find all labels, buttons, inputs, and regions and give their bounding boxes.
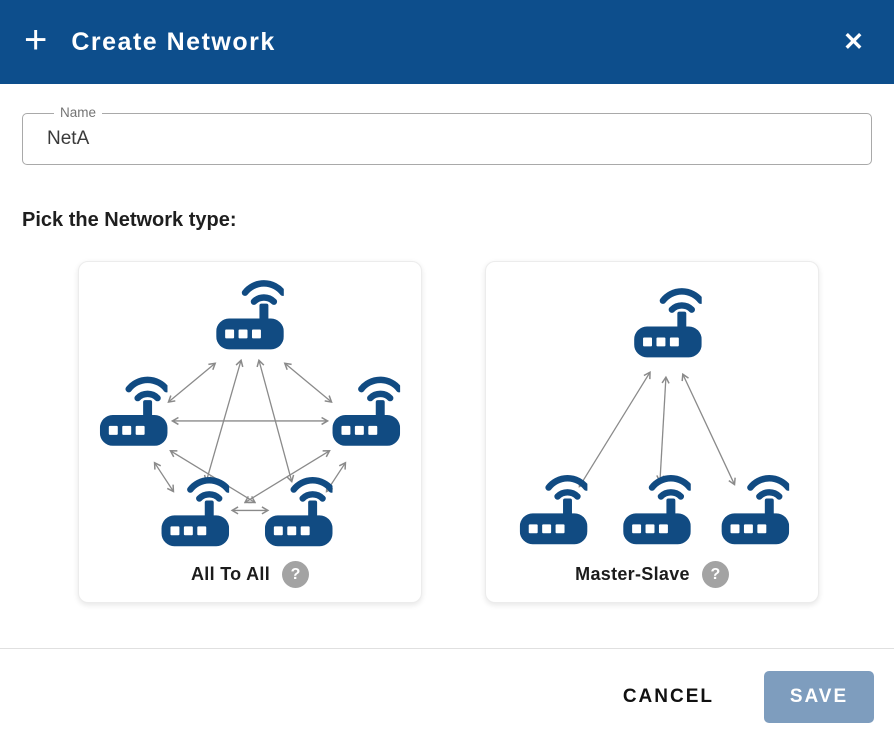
- card-label: All To All: [191, 564, 270, 584]
- name-field-label: Name: [54, 104, 103, 121]
- router-icon: [100, 380, 168, 446]
- link-arrow: [167, 362, 217, 403]
- link-arrow: [681, 372, 736, 486]
- card-label-row: All To All ?: [191, 561, 309, 588]
- plus-icon: +: [24, 18, 48, 62]
- cancel-button[interactable]: CANCEL: [619, 678, 718, 716]
- router-icon: [162, 480, 230, 546]
- network-type-card-master-slave[interactable]: Master-Slave ?: [485, 261, 819, 603]
- link-arrow: [656, 375, 670, 484]
- router-icon: [623, 478, 691, 544]
- link-arrow: [169, 449, 257, 504]
- name-field: Name: [22, 104, 872, 165]
- section-title: Pick the Network type:: [22, 209, 237, 231]
- help-icon[interactable]: ?: [282, 561, 309, 588]
- link-arrow: [578, 370, 651, 488]
- router-icon: [634, 291, 702, 357]
- link-arrow: [153, 461, 175, 493]
- card-label-row: Master-Slave ?: [575, 561, 729, 588]
- dialog-footer: CANCEL SAVE: [0, 648, 894, 723]
- dialog-title: Create Network: [71, 27, 276, 56]
- network-type-card-all-to-all[interactable]: All To All ?: [78, 261, 422, 603]
- router-icon: [520, 478, 588, 544]
- footer-actions: CANCEL SAVE: [0, 649, 894, 723]
- master-slave-topology: [486, 270, 818, 552]
- router-icon: [333, 380, 401, 446]
- dialog-header: + Create Network ✕: [0, 0, 894, 84]
- link-arrow: [243, 449, 331, 504]
- all-to-all-topology: [79, 270, 421, 552]
- router-icon: [265, 480, 333, 546]
- save-button[interactable]: SAVE: [764, 671, 874, 723]
- router-icon: [722, 478, 790, 544]
- dialog-body: Name Pick the Network type:: [0, 104, 894, 603]
- footer-divider: [0, 648, 894, 649]
- close-icon: ✕: [843, 27, 864, 56]
- link-arrow: [283, 362, 333, 403]
- card-label: Master-Slave: [575, 564, 690, 584]
- router-icon: [216, 283, 284, 349]
- close-button[interactable]: ✕: [839, 26, 868, 59]
- help-icon[interactable]: ?: [701, 561, 729, 588]
- network-type-cards: All To All ? Mast: [22, 261, 872, 603]
- name-input[interactable]: [22, 113, 872, 165]
